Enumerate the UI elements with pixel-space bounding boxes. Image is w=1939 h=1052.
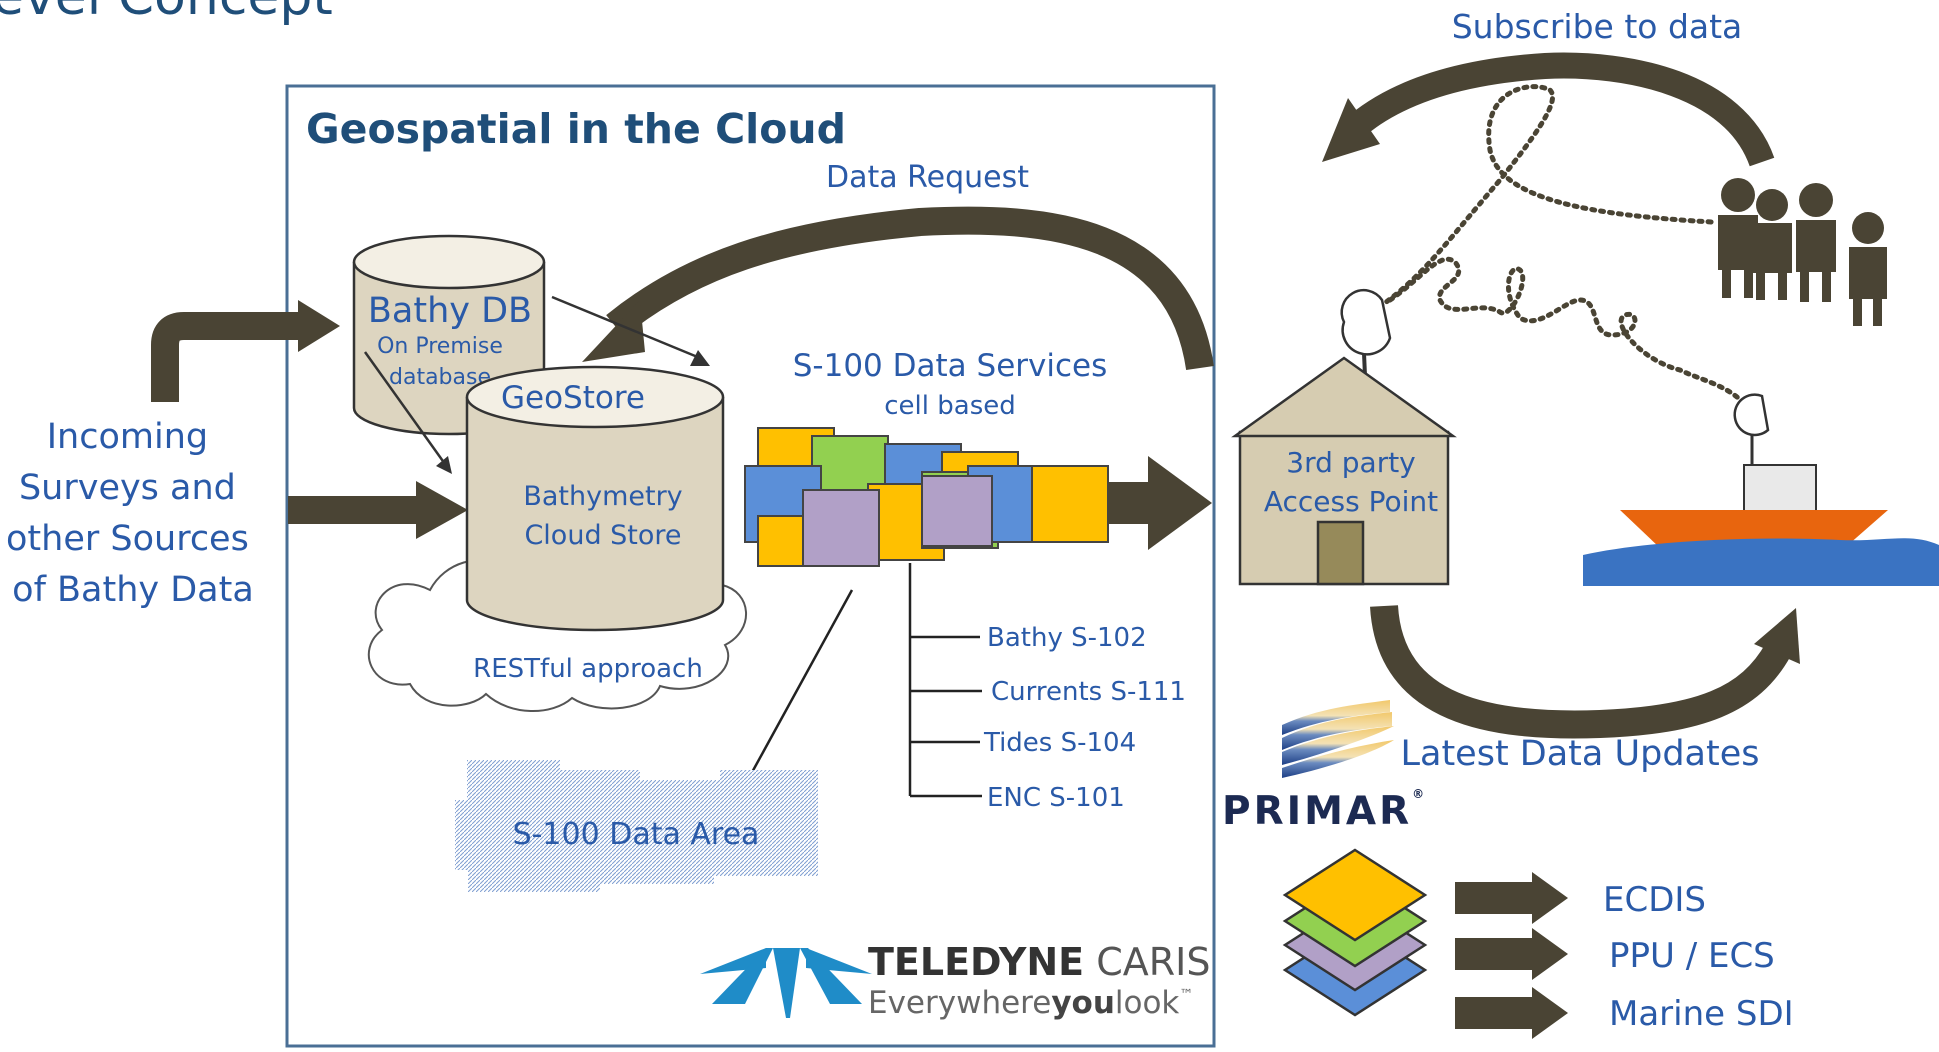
connector-arrows (363, 295, 710, 474)
primar-logo-mark (1282, 700, 1394, 778)
output-sdi: Marine SDI (1609, 994, 1794, 1034)
geostore-line2: Cloud Store (524, 520, 681, 551)
output-arrow-ecdis (1455, 872, 1568, 924)
data-area-region (455, 760, 818, 892)
layer-stack-icon (1282, 848, 1428, 1017)
teledyne-name-light: CARIS (1084, 940, 1210, 984)
latest-updates-label: Latest Data Updates (1401, 734, 1760, 774)
tagline-tm: ™ (1179, 987, 1193, 1003)
primar-reg: ® (1412, 787, 1427, 801)
output-arrow-sdi (1455, 987, 1568, 1039)
data-cells-stack (744, 427, 1109, 567)
tagline-you: you (1051, 985, 1115, 1021)
teledyne-wordmark: TELEDYNE CARIS (868, 940, 1210, 984)
geostore-line1: Bathymetry (523, 481, 682, 512)
incoming-line-4: of Bathy Data (12, 570, 254, 610)
product-currents: Currents S-111 (991, 677, 1186, 707)
data-request-arrow (582, 206, 1214, 371)
product-bathy: Bathy S-102 (987, 623, 1147, 653)
bathy-db-title: Bathy DB (368, 291, 532, 331)
access-point-line2: Access Point (1264, 485, 1438, 518)
cloud-panel-frame (285, 84, 1216, 1048)
incoming-label: Incoming Surveys and other Sources of Ba… (6, 417, 260, 610)
access-point-house (1231, 356, 1457, 586)
ship-icon (1583, 393, 1939, 586)
data-area-label: S-100 Data Area (513, 817, 760, 852)
primar-wordmark: PRIMAR® (1222, 787, 1427, 834)
house-dish-icon (1340, 289, 1392, 377)
access-point-line1: 3rd party (1286, 446, 1416, 479)
wireless-link (1369, 84, 1751, 411)
product-enc: ENC S-101 (987, 783, 1125, 813)
output-ecdis: ECDIS (1603, 880, 1706, 920)
teledyne-name-bold: TELEDYNE (868, 940, 1084, 984)
services-sub: cell based (884, 391, 1016, 421)
geostore-title: GeoStore (501, 380, 645, 416)
teledyne-logo-mark (700, 948, 872, 1018)
incoming-line-1: Incoming (47, 417, 208, 457)
tagline-look: look (1115, 985, 1180, 1021)
incoming-line-2: Surveys and (19, 468, 236, 508)
output-ppu: PPU / ECS (1609, 936, 1775, 976)
tagline-everywhere: Everywhere (868, 985, 1051, 1021)
subscribe-arrow (1322, 52, 1775, 167)
output-arrow-ppu (1455, 928, 1568, 980)
user-group-icon (1718, 178, 1887, 326)
subscribe-label: Subscribe to data (1452, 7, 1743, 46)
incoming-arrow-straight (288, 481, 468, 539)
geostore-cylinder (465, 365, 725, 632)
restful-label: RESTful approach (473, 654, 703, 684)
primar-name: PRIMAR (1222, 789, 1412, 834)
latest-updates-arrow (1370, 604, 1800, 739)
incoming-line-3: other Sources (6, 519, 249, 559)
product-tides: Tides S-104 (983, 728, 1136, 758)
teledyne-tagline: Everywhereyoulook™ (868, 985, 1193, 1021)
services-output-arrow (1108, 456, 1212, 550)
cloud-panel-title: Geospatial in the Cloud (306, 105, 846, 153)
incoming-arrow-bend (151, 300, 340, 402)
data-request-label: Data Request (826, 160, 1029, 195)
bathy-db-sub1: On Premise (377, 334, 503, 359)
page-title: evel Concept (0, 0, 333, 27)
product-tree (748, 563, 982, 798)
services-title: S-100 Data Services (793, 348, 1107, 384)
